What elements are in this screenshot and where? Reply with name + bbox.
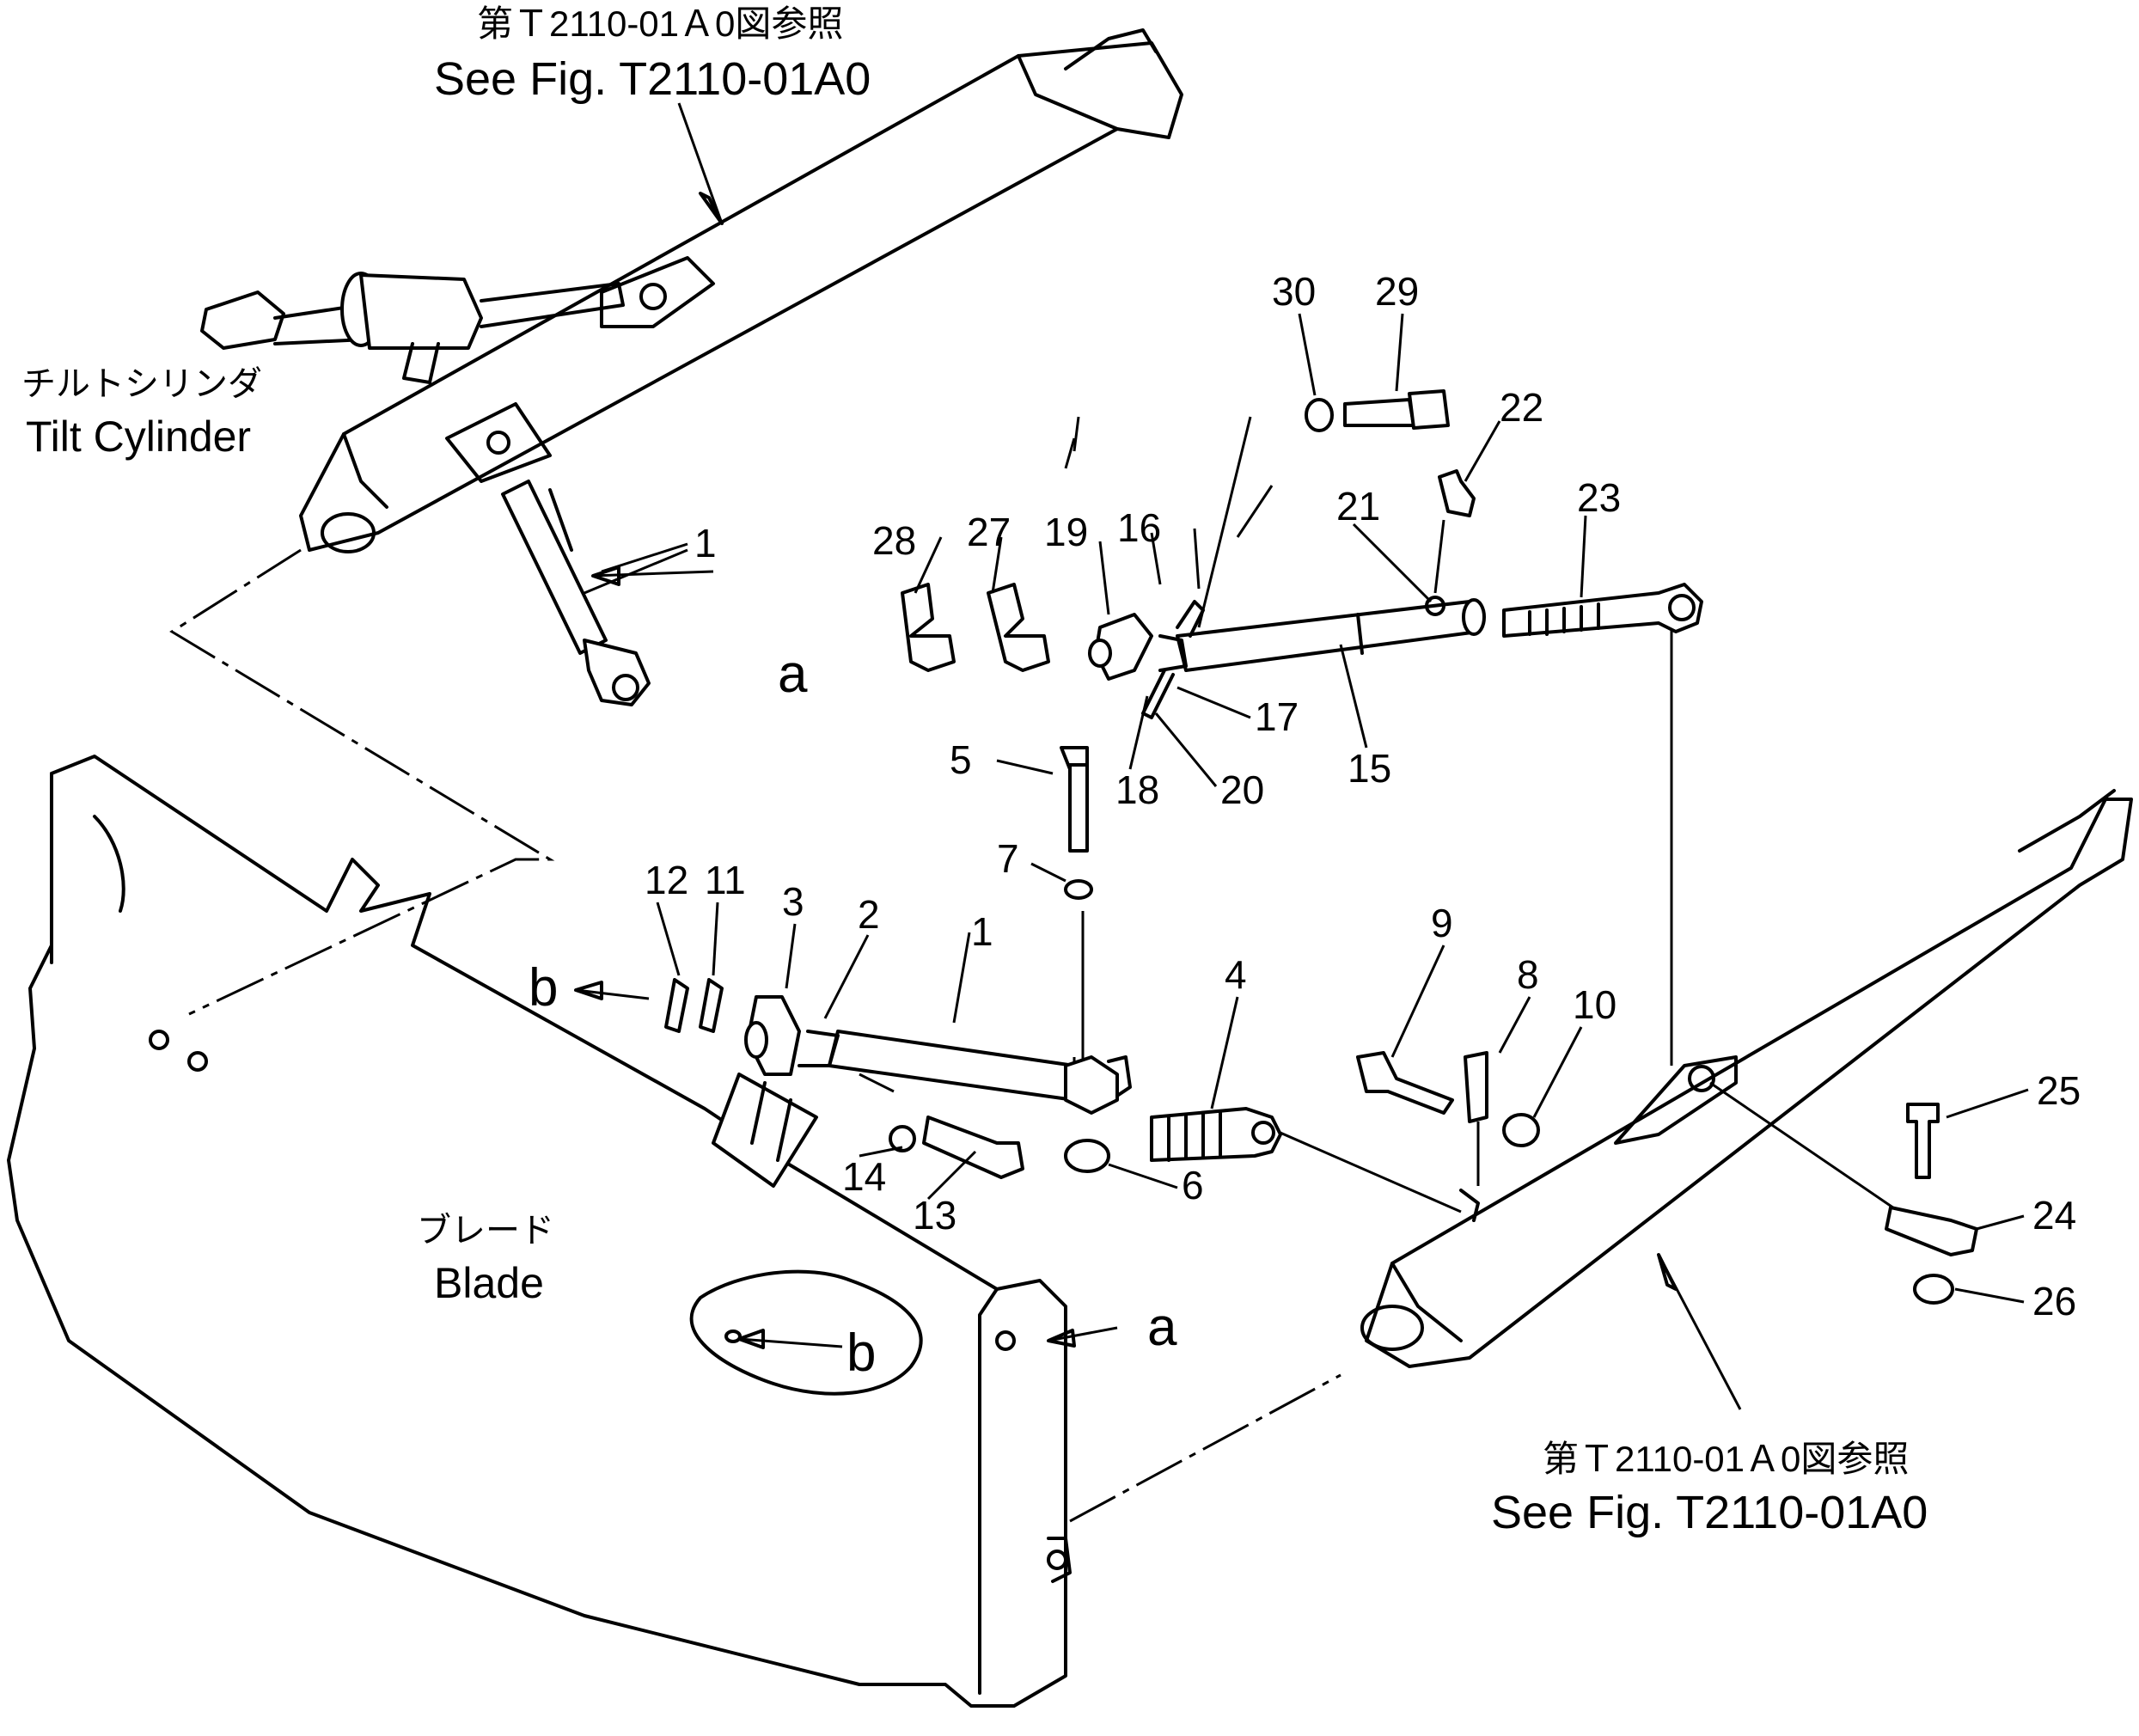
adjusting-brace-upper (1088, 583, 1703, 719)
callout-11: 11 (705, 858, 746, 902)
tilt-cylinder-drawing (200, 272, 625, 384)
callout-1: 1 (694, 521, 717, 565)
callout-20: 20 (1220, 767, 1264, 812)
callout-13: 13 (913, 1193, 956, 1238)
view-b-label: b (529, 958, 558, 1018)
view-a-label: a (1147, 1298, 1177, 1357)
callout-28: 28 (872, 518, 916, 563)
view-b-label: b (846, 1323, 876, 1383)
callout-12: 12 (645, 858, 688, 902)
ref-bottom-jp: 第Ｔ2110-01Ａ0図参照 (1543, 1439, 1909, 1479)
tilt-cylinder-label-en: Tilt Cylinder (26, 413, 251, 461)
callout-4: 4 (1225, 952, 1247, 997)
blade-label-en: Blade (434, 1259, 544, 1307)
callout-2: 2 (858, 892, 880, 937)
callout-19: 19 (1044, 510, 1088, 554)
assembly-line (169, 548, 555, 1016)
assembly-line (1433, 519, 1445, 594)
callout-18: 18 (1115, 767, 1159, 812)
callout-29: 29 (1375, 269, 1419, 314)
assembly-line (1254, 1120, 1462, 1213)
callout-numbers: 1 1 2 3 4 5 6 7 8 9 10 11 12 13 14 15 16… (645, 269, 2081, 1323)
callout-8: 8 (1517, 952, 1539, 997)
assembly-line (1709, 1081, 1900, 1213)
ref-top-en: See Fig. T2110-01A0 (434, 53, 871, 105)
assembly-line (1069, 1373, 1341, 1523)
leader-lines (574, 102, 1742, 1410)
callout-5: 5 (950, 737, 972, 782)
callout-3: 3 (782, 879, 804, 924)
ref-top-jp: 第Ｔ2110-01Ａ0図参照 (477, 3, 843, 44)
callout-16: 16 (1117, 505, 1161, 550)
upper-left-frame (299, 28, 1183, 553)
callout-21: 21 (1336, 484, 1380, 529)
parts-lower (889, 746, 1978, 1305)
parts-top (901, 389, 1476, 672)
callout-leaders (601, 313, 2029, 1304)
callout-7: 7 (997, 836, 1019, 881)
callout-1: 1 (971, 909, 993, 954)
assembly-line (859, 1073, 895, 1093)
callout-6: 6 (1182, 1163, 1204, 1207)
blade-drawing (7, 755, 1072, 1708)
view-a-label: a (778, 645, 808, 704)
ref-bottom-en: See Fig. T2110-01A0 (1491, 1487, 1928, 1538)
callout-23: 23 (1577, 475, 1621, 520)
assembly-line (1197, 416, 1252, 628)
callout-15: 15 (1348, 746, 1391, 791)
callout-26: 26 (2032, 1279, 2076, 1323)
callout-17: 17 (1255, 694, 1299, 739)
adjusting-brace-lower (664, 978, 1282, 1162)
callout-24: 24 (2032, 1193, 2076, 1238)
tilt-cylinder-label-jp: チルトシリンダ (21, 365, 262, 403)
callout-9: 9 (1431, 901, 1453, 945)
callout-25: 25 (2037, 1068, 2081, 1113)
lower-right-frame (1360, 789, 2133, 1368)
blade-label-jp: ブレード (417, 1212, 554, 1250)
tilt-brace-upper (501, 480, 651, 706)
callout-14: 14 (842, 1154, 886, 1199)
callout-27: 27 (967, 510, 1011, 554)
callout-10: 10 (1573, 982, 1616, 1027)
callout-22: 22 (1500, 385, 1543, 430)
callout-30: 30 (1272, 269, 1316, 314)
